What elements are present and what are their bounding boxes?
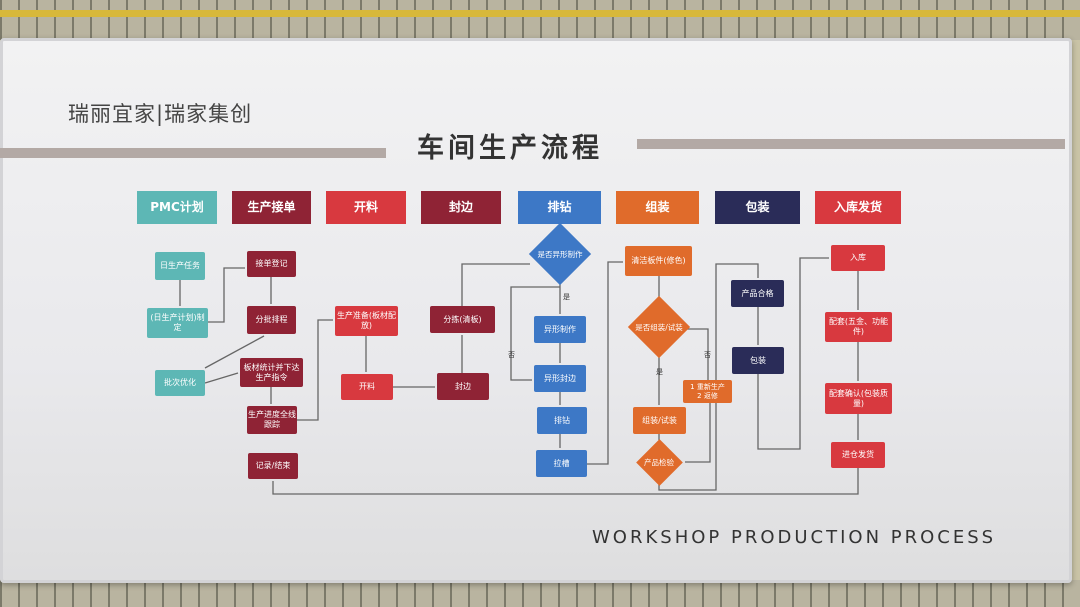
header-edge: 封边 (421, 191, 501, 224)
branch-no: 否 (508, 351, 515, 359)
branch-yes: 是 (656, 368, 663, 376)
branch-yes: 是 (563, 293, 570, 301)
english-title: WORKSHOP PRODUCTION PROCESS (592, 527, 997, 548)
page-title: 车间生产流程 (417, 133, 603, 164)
decision-assembly-label: 是否组装/试装 (635, 322, 683, 332)
node-production-prep: 生产准备(板材配放) (335, 306, 398, 336)
node-sorting: 分拣(清板) (430, 306, 495, 333)
node-ship: 进仓发货 (831, 442, 885, 468)
background-fence-top (0, 0, 1080, 40)
branch-no: 否 (704, 351, 711, 359)
node-shaped-edge: 异形封边 (534, 365, 586, 392)
node-redo: 1 重新生产 2 返修 (683, 380, 732, 403)
node-warehouse: 入库 (831, 245, 885, 271)
node-assembly: 组装/试装 (633, 407, 686, 434)
node-drilling: 排钻 (537, 407, 587, 434)
node-packing: 包装 (732, 347, 784, 374)
title-bar-left (0, 148, 386, 158)
node-grooving: 拉槽 (536, 450, 587, 477)
decision-shaped-label: 是否异形制作 (537, 249, 583, 259)
node-qualified: 产品合格 (731, 280, 784, 307)
fence-beam (0, 10, 1080, 17)
node-progress-tracking: 生产进度全线跟踪 (247, 406, 297, 434)
header-warehouse: 入库发货 (815, 191, 901, 224)
header-assembly: 组装 (616, 191, 699, 224)
background-fence-bottom (0, 580, 1080, 607)
header-pmc: PMC计划 (137, 191, 217, 224)
node-cleaning: 清洁板件(修色) (625, 246, 692, 276)
node-edge-banding: 封边 (437, 373, 489, 400)
node-daily-plan: (日生产计划)制定 (147, 308, 208, 338)
node-cutting: 开料 (341, 374, 393, 400)
title-bar-right (637, 139, 1065, 149)
header-order: 生产接单 (232, 191, 311, 224)
node-kit-confirm: 配套确认(包装质量) (825, 383, 892, 414)
node-record-end: 记录/结束 (248, 453, 298, 479)
decision-inspection-label: 产品检验 (644, 457, 674, 467)
header-drilling: 排钻 (518, 191, 601, 224)
node-kitting: 配套(五金、功能件) (825, 312, 892, 342)
header-cutting: 开料 (326, 191, 406, 224)
node-daily-task: 日生产任务 (155, 252, 205, 280)
node-batch-optimization: 批次优化 (155, 370, 205, 396)
node-batch-scheduling: 分批排程 (247, 306, 296, 334)
node-board-statistics: 板材统计并下达生产指令 (240, 358, 303, 387)
node-shaped-making: 异形制作 (534, 316, 586, 343)
node-order-registration: 接单登记 (247, 251, 296, 277)
logo: 瑞丽宜家|瑞家集创 (68, 102, 253, 126)
header-packing: 包装 (715, 191, 800, 224)
